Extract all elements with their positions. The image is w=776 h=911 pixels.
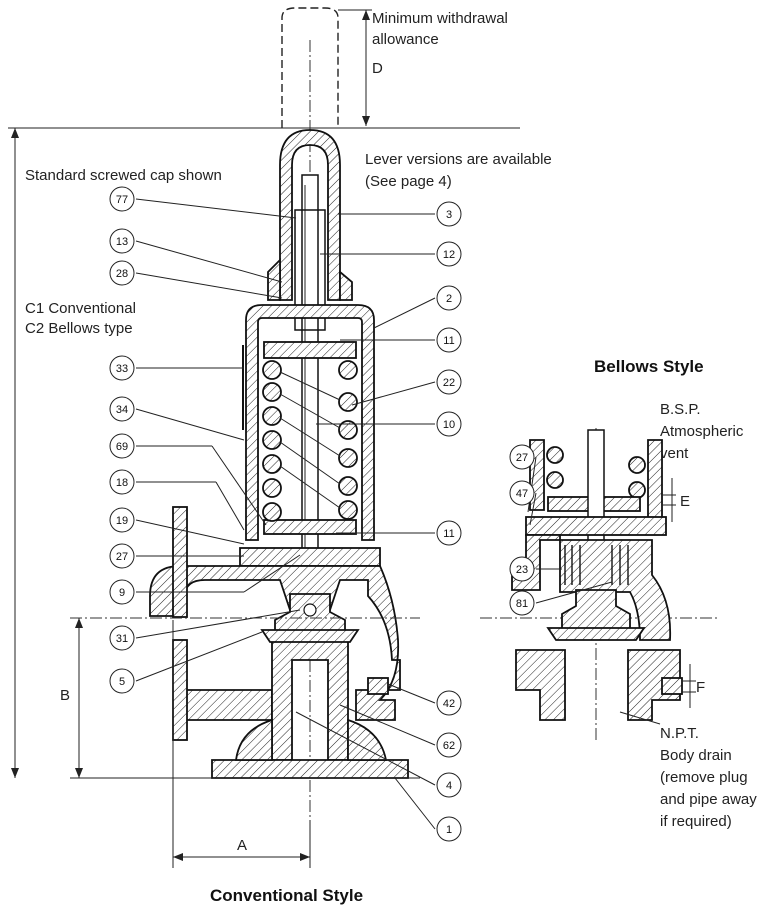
upper-spring-plate xyxy=(263,341,357,359)
conventional-style-title: Conventional Style xyxy=(210,886,363,905)
svg-text:47: 47 xyxy=(516,488,528,500)
svg-text:10: 10 xyxy=(443,419,455,431)
svg-text:69: 69 xyxy=(116,441,128,453)
bellows-part-callouts: 27 47 23 81 xyxy=(509,444,613,616)
cap xyxy=(267,129,353,301)
svg-text:34: 34 xyxy=(116,404,128,416)
left-part-callouts: 77 13 28 33 34 69 18 19 27 9 31 xyxy=(109,186,301,694)
svg-text:11: 11 xyxy=(443,528,454,540)
valve-body xyxy=(149,565,409,779)
dimension-d: D xyxy=(338,9,383,126)
dim-d-label: D xyxy=(372,60,383,77)
svg-text:27: 27 xyxy=(516,452,528,464)
svg-text:81: 81 xyxy=(516,598,528,610)
svg-text:1: 1 xyxy=(446,824,452,836)
svg-text:5: 5 xyxy=(119,676,125,688)
svg-text:62: 62 xyxy=(443,740,455,752)
svg-text:22: 22 xyxy=(443,377,455,389)
dim-f-label: F xyxy=(696,679,705,696)
adjusting-screw xyxy=(294,209,326,331)
svg-text:12: 12 xyxy=(443,249,455,261)
dim-b-label: B xyxy=(60,687,70,704)
drain-plug xyxy=(367,677,389,695)
svg-text:28: 28 xyxy=(116,268,128,280)
bellows-style-title: Bellows Style xyxy=(594,357,704,376)
svg-text:2: 2 xyxy=(446,293,452,305)
guide-plate xyxy=(239,547,381,567)
bellows-section xyxy=(511,429,683,721)
min-withdrawal-label: Minimum withdrawal allowance xyxy=(372,10,512,48)
svg-text:19: 19 xyxy=(116,515,128,527)
c-types-label: C1 Conventional C2 Bellows type xyxy=(25,300,140,337)
bonnet xyxy=(245,304,375,541)
svg-text:18: 18 xyxy=(116,477,128,489)
svg-text:4: 4 xyxy=(446,780,452,792)
spring xyxy=(262,360,358,522)
svg-text:13: 13 xyxy=(116,236,128,248)
svg-text:11: 11 xyxy=(443,335,454,347)
withdrawal-cap-outline xyxy=(281,7,339,128)
svg-text:23: 23 xyxy=(516,564,528,576)
dim-e-label: E xyxy=(680,493,690,510)
lower-spring-plate xyxy=(263,519,357,535)
svg-text:33: 33 xyxy=(116,363,128,375)
svg-text:31: 31 xyxy=(116,633,128,645)
disc-assembly xyxy=(260,593,360,643)
svg-text:9: 9 xyxy=(119,587,125,599)
npt-label: N.P.T. Body drain (remove plug and pipe … xyxy=(660,725,761,830)
outlet-flange xyxy=(172,506,188,741)
svg-text:42: 42 xyxy=(443,698,455,710)
svg-text:77: 77 xyxy=(116,194,128,206)
bsp-label: B.S.P. Atmospheric vent xyxy=(660,401,748,462)
screwed-cap-label: Standard screwed cap shown xyxy=(25,167,222,184)
lever-label: Lever versions are available (See page 4… xyxy=(365,151,556,190)
svg-text:3: 3 xyxy=(446,209,452,221)
right-part-callouts: 3 12 2 11 22 10 11 42 62 4 1 xyxy=(295,201,462,842)
dim-a-label: A xyxy=(237,837,247,854)
svg-text:27: 27 xyxy=(116,551,128,563)
